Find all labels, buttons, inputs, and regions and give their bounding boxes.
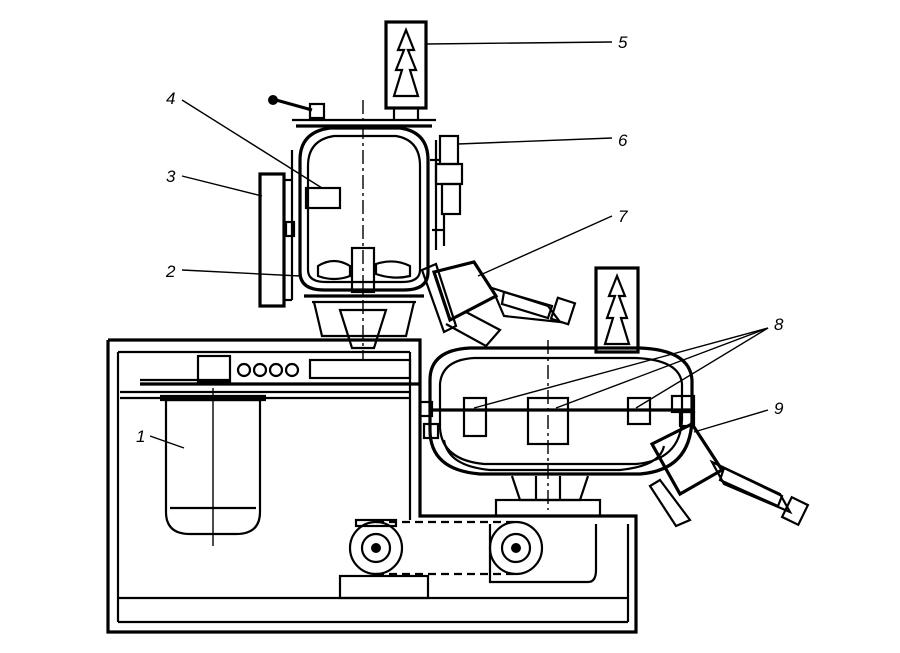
leader-7 (477, 215, 613, 277)
vent-filter-lower (594, 266, 640, 354)
leader-8b (555, 327, 769, 409)
leader-lines (149, 41, 769, 449)
leader-5 (425, 41, 613, 45)
belt-drive (348, 518, 598, 584)
callout-1: 1 (136, 427, 145, 446)
leader-8a (473, 327, 769, 409)
callout-5: 5 (618, 33, 628, 52)
callout-labels: 1 2 3 4 5 6 7 8 9 (136, 33, 784, 446)
leader-9 (693, 409, 769, 433)
callout-6: 6 (618, 131, 628, 150)
leader-4 (181, 99, 323, 189)
callout-9: 9 (774, 399, 784, 418)
callout-3: 3 (166, 167, 176, 186)
hot-mixer (258, 95, 464, 360)
callout-8: 8 (774, 315, 784, 334)
callout-2: 2 (165, 262, 176, 281)
callout-4: 4 (166, 89, 175, 108)
vent-filter-top (384, 20, 428, 120)
drive-motor (160, 388, 266, 546)
callout-7: 7 (618, 207, 628, 226)
leader-2 (181, 269, 301, 277)
cover-linkage (140, 354, 420, 386)
leader-8c (635, 327, 769, 409)
leader-3 (181, 175, 263, 197)
leader-1 (149, 435, 185, 449)
discharge-valve-upper (420, 260, 577, 348)
leader-6 (457, 137, 613, 145)
discharge-valve-lower (648, 394, 810, 528)
